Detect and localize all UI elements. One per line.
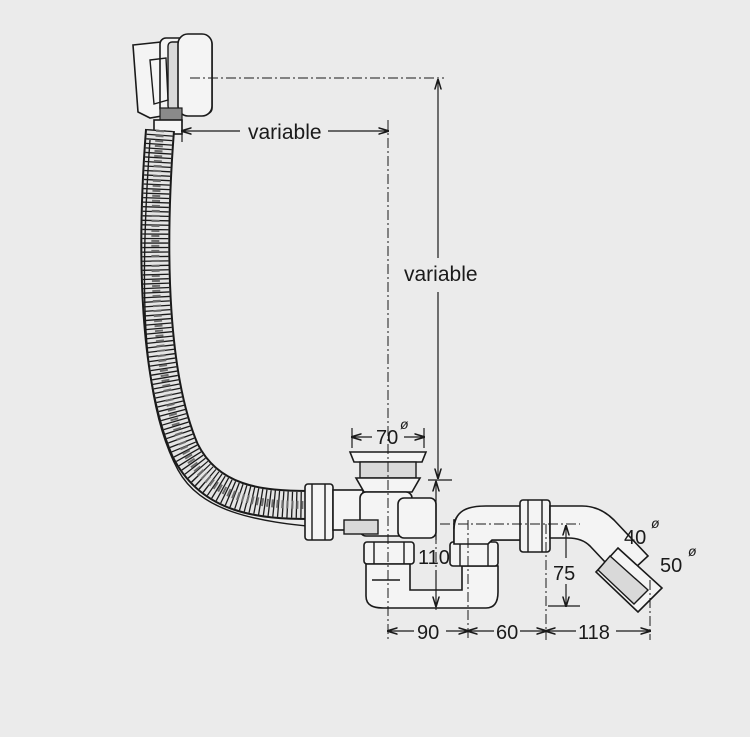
label-outlet-50: 50: [660, 555, 682, 577]
label-drain-70-symbol: ø: [400, 416, 409, 432]
label-drain-70: 70: [376, 427, 398, 449]
overflow-head: [132, 33, 213, 135]
dimension-lines: [182, 80, 650, 631]
label-outlet-40: 40: [624, 527, 646, 549]
label-outlet-75: 75: [553, 563, 575, 585]
label-spacing-90: 90: [417, 622, 439, 644]
flexible-hose: [140, 128, 331, 529]
label-outlet-40-symbol: ø: [651, 515, 660, 531]
label-spacing-118: 118: [578, 622, 610, 644]
drain-assembly: [304, 451, 664, 614]
label-outlet-50-symbol: ø: [688, 543, 697, 559]
label-height-variable: variable: [404, 263, 478, 286]
label-spacing-60: 60: [496, 622, 518, 644]
label-trap-110: 110: [418, 547, 450, 569]
label-hose-variable: variable: [248, 121, 322, 144]
